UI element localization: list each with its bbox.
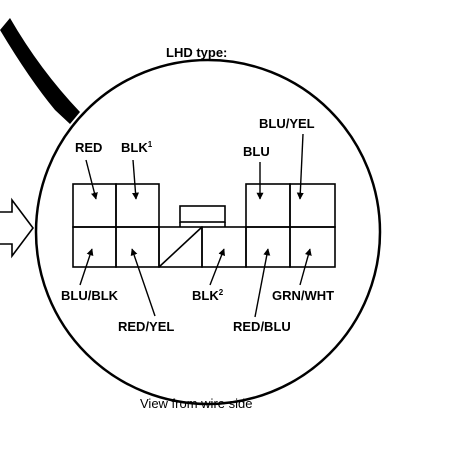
label-blk2: BLK2 [192, 288, 224, 303]
label-blu-blk: BLU/BLK [61, 288, 119, 303]
leader-blu-blk [79, 248, 94, 286]
label-blk1-text: BLK [121, 140, 148, 155]
label-blu-yel: BLU/YEL [259, 116, 315, 131]
leader-red [85, 159, 98, 200]
leader-arrows [79, 133, 312, 318]
terminal-grn-wht [289, 226, 336, 268]
terminal-red-blu [245, 226, 291, 268]
label-blk1-sup: 1 [148, 140, 153, 149]
connector-latch [179, 205, 226, 223]
label-blk2-sup: 2 [219, 288, 224, 297]
label-blk1: BLK1 [121, 140, 153, 155]
label-red-blu: RED/BLU [233, 319, 291, 334]
label-red-yel: RED/YEL [118, 319, 174, 334]
caption: View from wire side [140, 396, 252, 411]
label-grn-wht: GRN/WHT [272, 288, 334, 303]
leader-red-blu [254, 248, 271, 318]
label-blk2-text: BLK [192, 288, 219, 303]
leader-blk2 [209, 248, 225, 286]
terminal-blk1 [115, 183, 160, 228]
leader-grn-wht [299, 248, 312, 286]
terminal-blu [245, 183, 291, 228]
leader-red-yel [130, 248, 156, 317]
label-red: RED [75, 140, 102, 155]
leader-blu-yel [296, 133, 304, 200]
right-arrow-icon [0, 197, 34, 259]
wire-harness-cable [0, 18, 80, 124]
terminal-red-yel [115, 226, 160, 268]
connector-body [72, 183, 336, 268]
connector-circle [34, 58, 382, 406]
diagram-title: LHD type: [166, 45, 227, 60]
label-blu: BLU [243, 144, 270, 159]
terminal-blu-blk [72, 226, 117, 268]
leader-blk1 [132, 159, 140, 200]
terminal-blk2 [201, 226, 247, 268]
terminal-blu-yel [289, 183, 336, 228]
